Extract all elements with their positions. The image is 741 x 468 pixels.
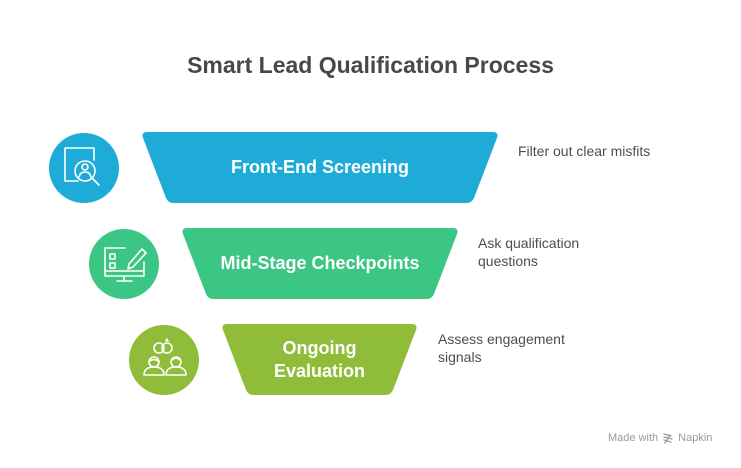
two-people-rings-icon xyxy=(143,338,187,376)
stage-3-label: Ongoing Evaluation xyxy=(273,337,366,381)
stage-2-label: Mid-Stage Checkpoints xyxy=(220,253,420,273)
stage-3-icon-circle xyxy=(129,325,199,395)
footer-brand: Napkin xyxy=(678,432,713,444)
stage-1-label: Front-End Screening xyxy=(230,157,409,177)
stage-3-description: Assess engagement signals xyxy=(438,331,565,365)
stage-1-description: Filter out clear misfits xyxy=(518,143,651,159)
made-with-napkin-footer: Made with Napkin xyxy=(608,432,712,444)
napkin-logo-icon xyxy=(663,433,673,444)
diagram-title: Smart Lead Qualification Process xyxy=(187,52,554,78)
stage-3-funnel: Ongoing Evaluation xyxy=(221,324,418,395)
stage-2-description: Ask qualification questions xyxy=(478,235,580,269)
stage-2-funnel: Mid-Stage Checkpoints xyxy=(181,228,459,299)
stage-1-icon-circle xyxy=(49,133,119,203)
monitor-checklist-pencil-icon xyxy=(104,247,147,282)
document-search-person-icon xyxy=(64,147,100,186)
footer-prefix: Made with xyxy=(608,432,659,444)
stage-1-funnel: Front-End Screening xyxy=(141,132,499,203)
stage-2-icon-circle xyxy=(89,229,159,299)
